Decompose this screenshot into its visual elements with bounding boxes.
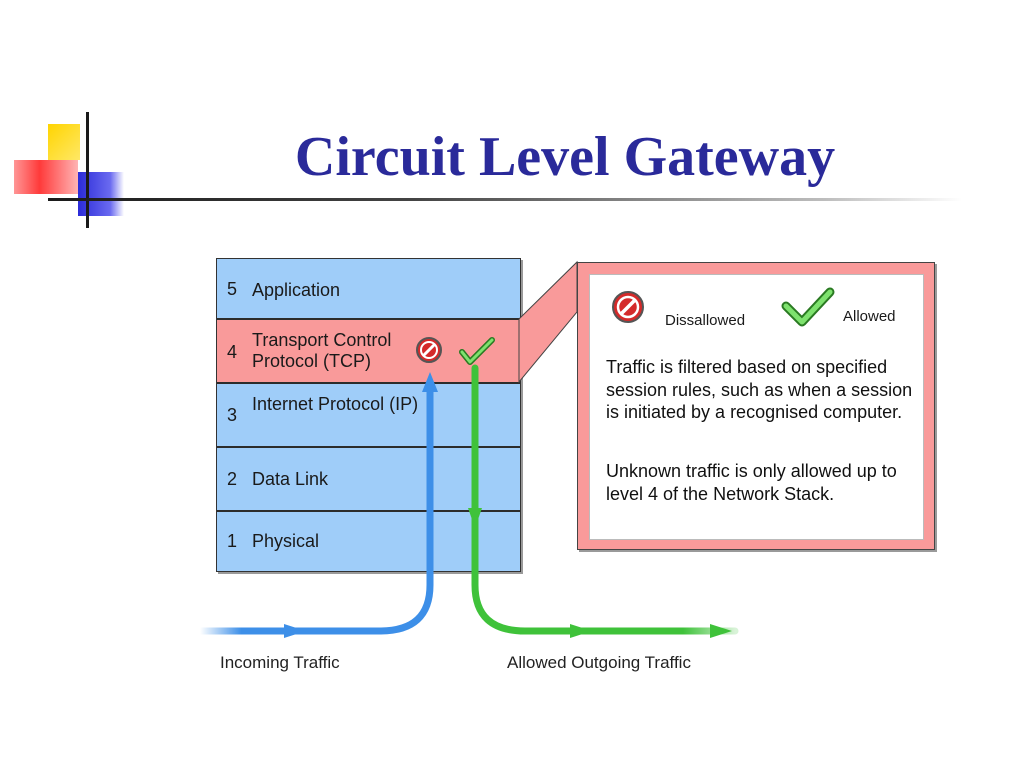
layer-name: Data Link bbox=[252, 469, 329, 489]
layer-physical: 1 Physical bbox=[217, 512, 520, 571]
layer-tcp: 4 Transport Control Protocol (TCP) bbox=[217, 320, 520, 384]
outgoing-traffic-label: Allowed Outgoing Traffic bbox=[507, 653, 691, 672]
no-entry-icon bbox=[416, 337, 442, 363]
layer-name: Internet Protocol (IP) bbox=[252, 394, 419, 414]
layer-ip: 3 Internet Protocol (IP) bbox=[217, 384, 520, 448]
incoming-traffic-path bbox=[196, 381, 434, 635]
outgoing-arrowhead-right-2 bbox=[710, 624, 732, 638]
legend-allowed-label: Allowed bbox=[843, 308, 896, 325]
layer-name: Transport Control Protocol (TCP) bbox=[252, 330, 392, 371]
layer-number: 1 bbox=[227, 531, 238, 551]
checkmark-icon bbox=[459, 337, 495, 365]
callout-paragraph-2: Unknown traffic is only allowed up to le… bbox=[606, 461, 897, 504]
legend-no-entry-icon bbox=[612, 291, 644, 323]
layer-number: 2 bbox=[227, 469, 238, 489]
layer-name: Physical bbox=[252, 531, 320, 551]
decorative-vertical-line bbox=[86, 112, 89, 228]
outgoing-arrowhead-down bbox=[468, 508, 482, 528]
callout-panel: Dissallowed Allowed Traffic is filtered … bbox=[589, 274, 924, 540]
decorative-red-bar bbox=[14, 160, 78, 194]
callout-paragraph-1: Traffic is filtered based on specified s… bbox=[606, 357, 913, 422]
outgoing-arrowhead-right-1 bbox=[570, 624, 592, 638]
layer-name: Application bbox=[252, 280, 341, 300]
layer-number: 5 bbox=[227, 279, 238, 299]
title-underline bbox=[48, 198, 962, 201]
callout-connector bbox=[518, 260, 578, 384]
legend-disallowed-label: Dissallowed bbox=[665, 312, 746, 329]
incoming-traffic-label: Incoming Traffic bbox=[220, 653, 340, 672]
incoming-arrowhead-right bbox=[284, 624, 306, 638]
layer-number: 4 bbox=[227, 342, 238, 362]
layer-data-link: 2 Data Link bbox=[217, 448, 520, 512]
decorative-yellow-square bbox=[48, 124, 80, 160]
layer-application: 5 Application bbox=[217, 259, 520, 320]
network-stack: 5 Application 4 Transport Control Protoc… bbox=[216, 258, 521, 572]
decorative-blue-square bbox=[78, 172, 124, 216]
outgoing-traffic-path bbox=[471, 364, 739, 635]
slide-title: Circuit Level Gateway bbox=[294, 126, 836, 188]
legend-checkmark-icon bbox=[781, 287, 835, 327]
incoming-arrowhead-up bbox=[422, 372, 438, 392]
layer-number: 3 bbox=[227, 405, 238, 425]
